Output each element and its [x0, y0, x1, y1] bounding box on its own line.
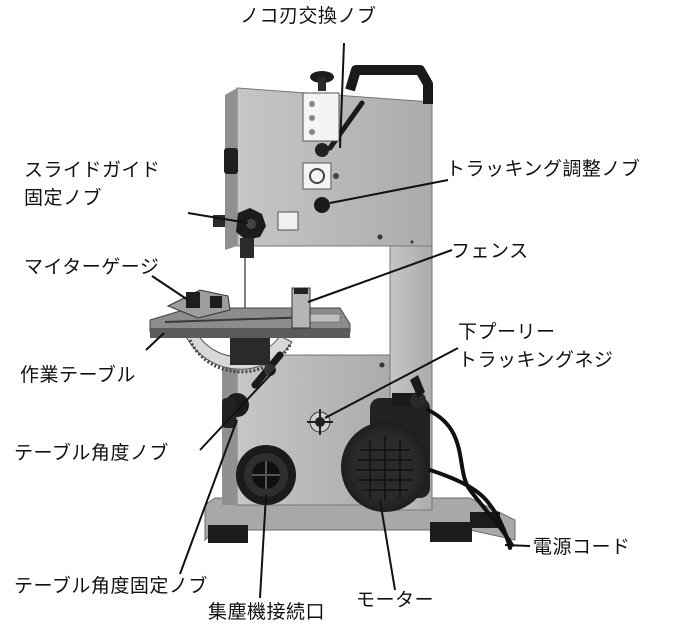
label-work-table: 作業テーブル	[20, 364, 136, 386]
leader-miter-gauge	[151, 275, 189, 301]
leader-table-angle	[199, 369, 276, 451]
tension-knob	[310, 71, 334, 91]
label-slide-guide-line1: スライドガイド	[24, 159, 161, 181]
table-angle-lock-knob	[222, 393, 249, 428]
side-knob	[224, 148, 238, 174]
label-table-angle-lock-knob: テーブル角度固定ノブ	[14, 575, 208, 597]
leader-table-angle-lock	[179, 419, 238, 575]
work-table	[149, 307, 351, 338]
label-fence: フェンス	[451, 240, 529, 262]
leader-dust-port	[259, 494, 267, 599]
leader-power-cord	[504, 544, 531, 547]
leader-fence	[307, 249, 453, 303]
label-lower-pulley-line2: トラッキングネジ	[458, 349, 614, 371]
label-miter-gauge: マイターゲージ	[24, 256, 160, 278]
label-tracking-adjust-knob: トラッキング調整ノブ	[446, 158, 641, 180]
leader-lower-pulley	[324, 347, 459, 419]
leader-lines	[145, 42, 531, 599]
fence	[291, 287, 311, 329]
leader-tracking-adjust	[329, 179, 449, 204]
motor	[341, 375, 430, 512]
base-plate	[204, 497, 516, 543]
miter-gauge	[166, 289, 231, 319]
label-power-cord: 電源コード	[533, 536, 631, 558]
label-table-angle-knob: テーブル角度ノブ	[14, 442, 169, 464]
label-blade-change-knob: ノコ刃交換ノブ	[240, 5, 377, 27]
leader-blade-change	[339, 42, 345, 149]
power-cord	[426, 408, 514, 550]
dust-port	[236, 445, 296, 505]
leader-slide-guide	[187, 212, 249, 224]
carry-handle	[345, 65, 433, 104]
leader-motor	[379, 499, 396, 591]
table-trunnion	[182, 329, 293, 374]
lower-pulley-tracking-screw	[307, 409, 333, 435]
warning-stickers	[302, 92, 340, 190]
label-motor: モーター	[356, 589, 435, 611]
label-dust-port: 集塵機接続口	[208, 601, 326, 623]
leader-work-table	[145, 332, 165, 351]
label-slide-guide-line2: 固定ノブ	[24, 187, 103, 209]
label-lower-pulley-line1: 下プーリー	[458, 321, 556, 343]
tracking-adjust-knob	[314, 197, 330, 213]
